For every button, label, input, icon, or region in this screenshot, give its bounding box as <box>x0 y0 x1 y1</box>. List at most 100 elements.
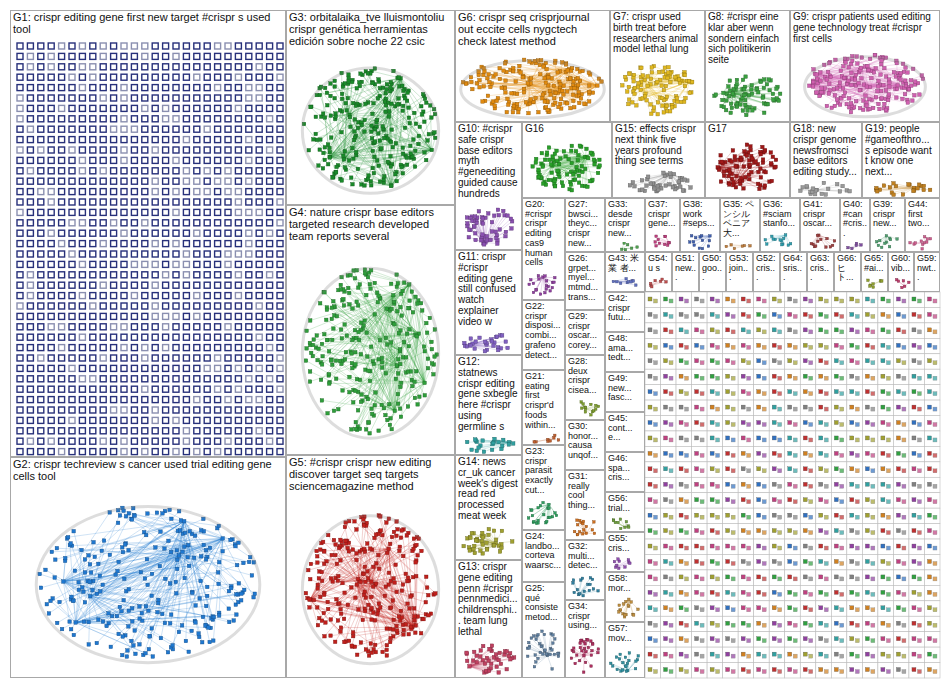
vertex-mark <box>933 330 937 334</box>
vertex-mark <box>726 467 730 471</box>
group-cell <box>645 663 661 678</box>
group-cell <box>676 385 692 400</box>
vertex-mark <box>246 53 252 59</box>
vertex-mark <box>917 623 921 627</box>
vertex-mark <box>803 637 807 641</box>
vertex-mark <box>710 312 714 316</box>
cell-border <box>661 431 677 446</box>
group-cell <box>707 601 723 616</box>
group-cell <box>738 647 754 662</box>
vertex-mark <box>927 559 931 563</box>
group-cell <box>723 632 739 647</box>
group-cell <box>707 338 723 353</box>
group-cell <box>769 663 785 678</box>
cell-border <box>785 369 801 384</box>
vertex-mark <box>881 637 885 641</box>
vertex-mark <box>850 621 854 625</box>
cell-border <box>831 539 847 554</box>
cell-border <box>831 647 847 662</box>
group-cell <box>723 647 739 662</box>
cell-border <box>738 416 754 431</box>
vertex-mark <box>881 668 885 672</box>
cell-border <box>862 601 878 616</box>
vertex-mark <box>654 423 658 427</box>
cell-border <box>769 369 785 384</box>
vertex-mark <box>762 577 766 581</box>
vertex-mark <box>917 639 921 643</box>
cell-border <box>707 539 723 554</box>
group-cell <box>707 446 723 461</box>
vertex-mark <box>131 74 137 80</box>
cell-border <box>723 431 739 446</box>
group-cell <box>909 539 925 554</box>
vertex-mark <box>710 374 714 378</box>
vertex-mark <box>747 639 751 643</box>
group-cell <box>676 663 692 678</box>
group-cell <box>816 493 832 508</box>
cell-border <box>785 539 801 554</box>
group-cell <box>692 554 708 569</box>
vertex-mark <box>38 64 44 70</box>
group-cell <box>692 292 708 307</box>
vertex-mark <box>700 407 704 411</box>
group-cell <box>800 616 816 631</box>
vertex-mark <box>917 314 921 318</box>
vertex-mark <box>654 299 658 303</box>
vertex-mark <box>865 498 869 502</box>
vertex-mark <box>685 623 689 627</box>
cell-border <box>924 323 940 338</box>
vertex-mark <box>762 484 766 488</box>
cell-border <box>924 416 940 431</box>
vertex-mark <box>716 670 720 674</box>
vertex-mark <box>850 451 854 455</box>
vertex-mark <box>679 575 683 579</box>
group-cell <box>847 446 863 461</box>
vertex-mark <box>912 544 916 548</box>
vertex-mark <box>855 546 859 550</box>
vertex-mark <box>778 438 782 442</box>
cell-border <box>738 585 754 600</box>
vertex-mark <box>871 361 875 365</box>
vertex-mark <box>834 451 838 455</box>
cell-border <box>847 524 863 539</box>
cell-border <box>692 616 708 631</box>
group-cell <box>878 493 894 508</box>
vertex-mark <box>809 299 813 303</box>
cell-border <box>769 354 785 369</box>
vertex-mark <box>741 467 745 471</box>
vertex-mark <box>912 421 916 425</box>
vertex-mark <box>896 436 900 440</box>
group-cell <box>847 385 863 400</box>
vertex-mark <box>757 637 761 641</box>
group-cell <box>878 323 894 338</box>
vertex-mark <box>840 392 844 396</box>
group-cell <box>707 385 723 400</box>
group-cell <box>738 493 754 508</box>
vertex-mark <box>648 405 652 409</box>
vertex-mark <box>819 482 823 486</box>
cell-border <box>800 307 816 322</box>
cell-border <box>661 385 677 400</box>
vertex-mark <box>38 53 44 59</box>
vertex-mark <box>902 376 906 380</box>
vertex-mark <box>48 53 54 59</box>
vertex-mark <box>850 637 854 641</box>
group-cell <box>831 508 847 523</box>
vertex-mark <box>912 467 916 471</box>
vertex-mark <box>741 621 745 625</box>
vertex-mark <box>664 668 668 672</box>
vertex-mark <box>912 590 916 594</box>
vertex-mark <box>731 484 735 488</box>
cell-border <box>676 416 692 431</box>
vertex-mark <box>654 500 658 504</box>
group-cell <box>893 570 909 585</box>
vertex-mark <box>762 299 766 303</box>
vertex-mark <box>741 482 745 486</box>
vertex-mark <box>648 374 652 378</box>
cell-border <box>831 493 847 508</box>
vertex-mark <box>803 559 807 563</box>
cell-border <box>862 385 878 400</box>
vertex-mark <box>121 64 127 70</box>
vertex-mark <box>685 577 689 581</box>
vertex-mark <box>772 421 776 425</box>
